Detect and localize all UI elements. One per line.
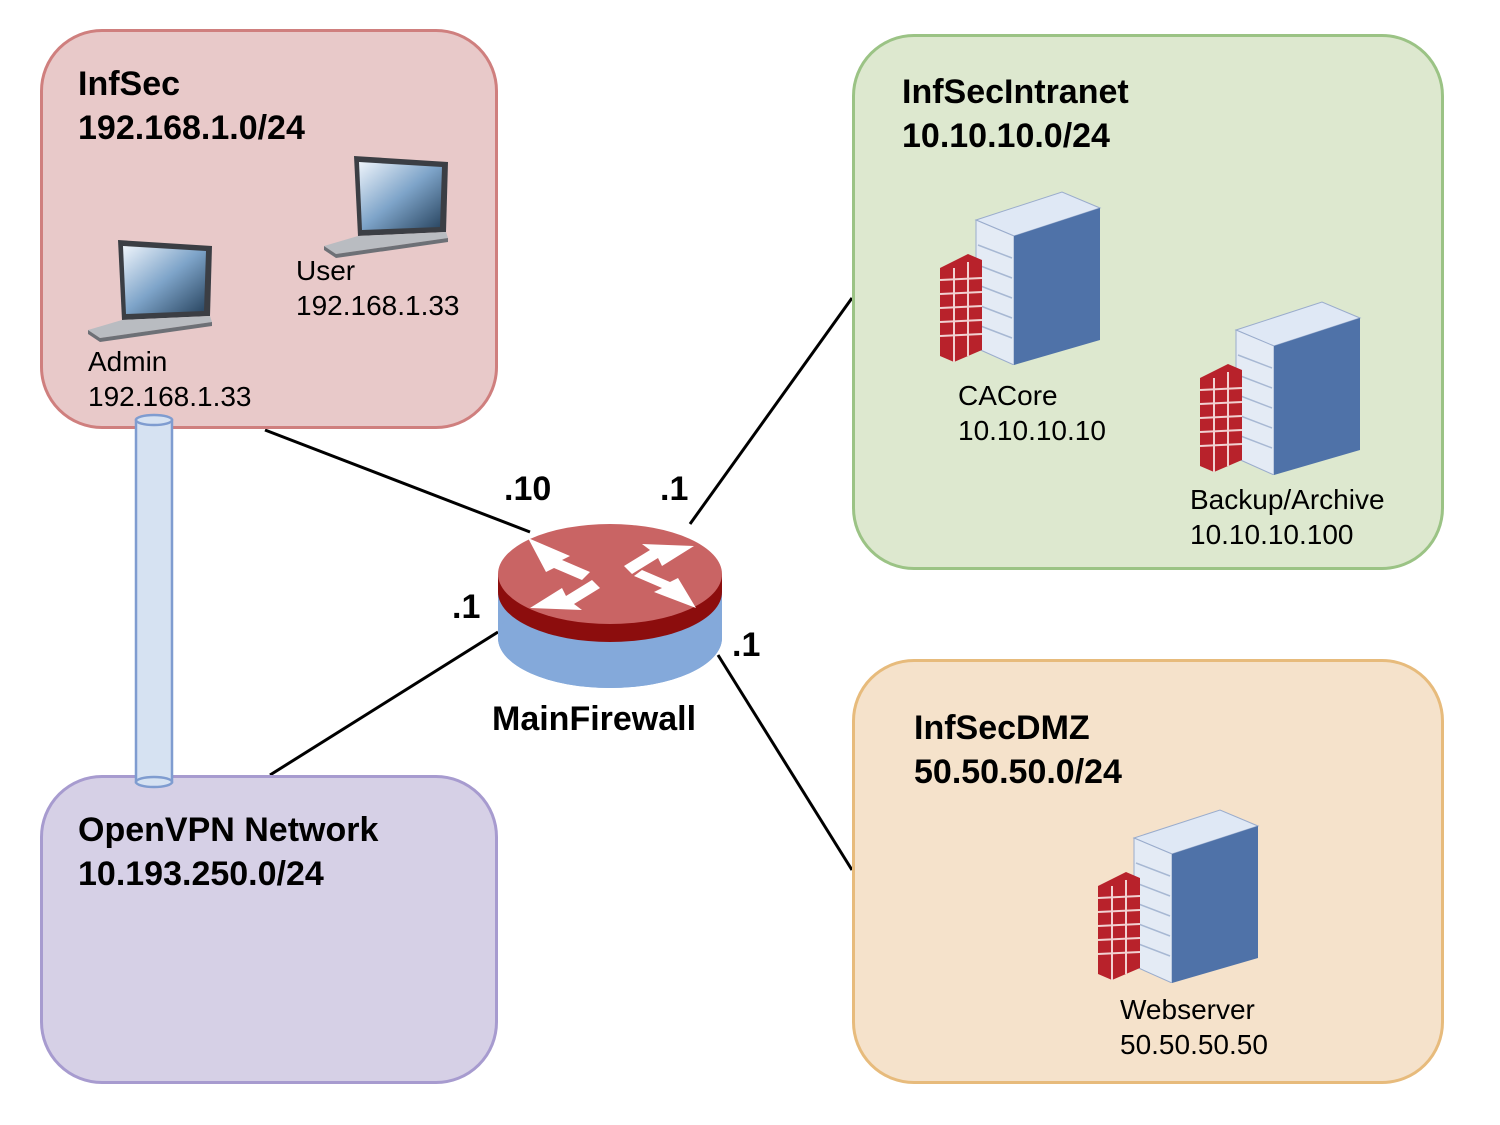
port-label-dmz: .1	[732, 626, 761, 664]
link-router-dmz	[716, 654, 854, 871]
firewall-server-icon	[940, 191, 1102, 365]
host-ip: 10.10.10.100	[1190, 519, 1354, 550]
dmz-title: InfSecDMZ 50.50.50.0/24	[914, 706, 1122, 794]
host-ip: 10.10.10.10	[958, 415, 1106, 446]
infsec-name: InfSec	[78, 65, 181, 103]
host-name: Admin	[88, 346, 168, 377]
intranet-name: InfSecIntranet	[902, 73, 1129, 111]
intranet-title: InfSecIntranet 10.10.10.0/24	[902, 70, 1129, 158]
infsec-title: InfSec 192.168.1.0/24	[78, 62, 305, 150]
openvpn-name: OpenVPN Network	[78, 811, 379, 849]
host-cacore: CACore 10.10.10.10	[958, 378, 1106, 448]
link-router-openvpn	[269, 630, 499, 777]
port-label-infsec: .10	[504, 470, 552, 508]
host-user: User 192.168.1.33	[296, 253, 460, 323]
host-name: User	[296, 255, 356, 286]
openvpn-cidr: 10.193.250.0/24	[78, 855, 324, 893]
dmz-name: InfSecDMZ	[914, 709, 1090, 747]
host-webserver: Webserver 50.50.50.50	[1120, 992, 1268, 1062]
host-admin: Admin 192.168.1.33	[88, 344, 252, 414]
host-name: Webserver	[1120, 994, 1255, 1025]
host-ip: 50.50.50.50	[1120, 1029, 1268, 1060]
host-backup: Backup/Archive 10.10.10.100	[1190, 482, 1385, 552]
firewall-server-icon	[1098, 809, 1260, 983]
firewall-server-icon	[1200, 301, 1362, 475]
host-name: Backup/Archive	[1190, 484, 1385, 515]
infsec-cidr: 192.168.1.0/24	[78, 109, 305, 147]
port-label-openvpn: .1	[452, 588, 481, 626]
link-router-intranet	[688, 297, 854, 525]
laptop-icon	[324, 156, 448, 258]
router-name: MainFirewall	[492, 700, 697, 738]
host-name: CACore	[958, 380, 1058, 411]
dmz-cidr: 50.50.50.0/24	[914, 753, 1122, 791]
link-infsec-router	[264, 428, 531, 534]
router-icon	[498, 524, 722, 688]
intranet-cidr: 10.10.10.0/24	[902, 117, 1110, 155]
host-ip: 192.168.1.33	[296, 290, 460, 321]
zone-openvpn	[40, 775, 498, 1084]
laptop-icon	[88, 240, 212, 342]
port-label-intranet: .1	[660, 470, 689, 508]
vpn-tunnel-icon	[134, 413, 174, 789]
host-ip: 192.168.1.33	[88, 381, 252, 412]
openvpn-title: OpenVPN Network 10.193.250.0/24	[78, 808, 378, 896]
